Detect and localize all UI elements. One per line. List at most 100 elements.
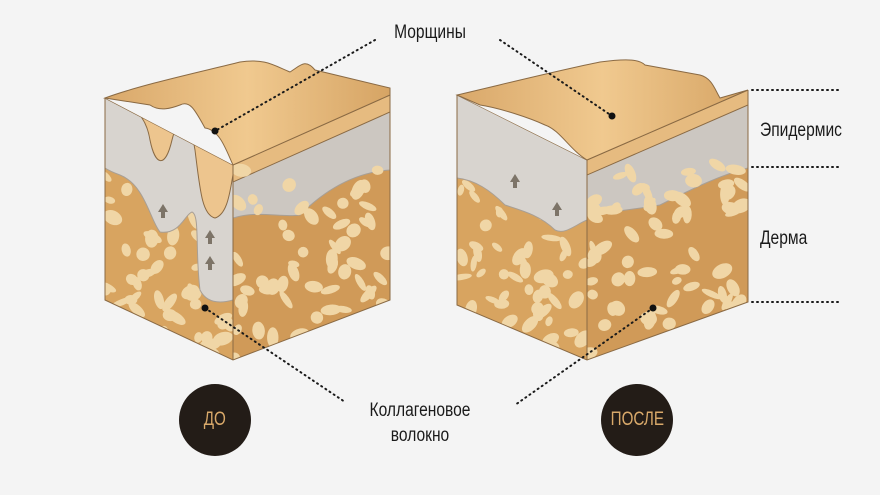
collagen-fiber: [717, 285, 728, 303]
collagen-fiber: [258, 284, 276, 295]
collagen-fiber: [626, 352, 639, 360]
collagen-fiber: [533, 269, 554, 284]
collagen-fiber: [611, 272, 626, 287]
collagen-fiber: [670, 265, 688, 275]
collagen-fiber: [287, 263, 300, 282]
collagen-fiber: [491, 242, 503, 252]
collagen-fiber: [688, 246, 700, 262]
collagen-fiber: [105, 209, 123, 226]
collagen-fiber: [163, 246, 177, 260]
collagen-fiber: [680, 329, 691, 342]
collagen-fiber: [359, 179, 371, 193]
collagen-fiber: [247, 194, 258, 205]
collagen-fiber: [498, 290, 510, 302]
collagen-fiber: [624, 226, 640, 243]
collagen-fiber: [105, 281, 117, 293]
collagen-fiber: [194, 332, 203, 343]
collagen-fiber: [589, 240, 598, 258]
collagen-fiber: [547, 292, 562, 310]
collagen-fiber: [233, 251, 244, 267]
collagen-fiber: [353, 323, 363, 332]
collagen-fiber: [181, 284, 199, 300]
collagen-fiber: [643, 195, 657, 215]
collagen-fiber: [134, 350, 156, 360]
collagen-fiber: [735, 331, 748, 351]
collagen-fiber: [297, 246, 309, 258]
collagen-fiber: [574, 330, 587, 348]
collagen-fiber: [587, 203, 601, 217]
collagen-fiber: [380, 246, 390, 261]
collagen-fiber: [654, 228, 674, 239]
collagen-fiber: [125, 273, 138, 286]
label-collagen-line2: волокно: [390, 425, 450, 446]
collagen-fiber: [709, 350, 725, 360]
badge-after-text: ПОСЛЕ: [610, 409, 664, 430]
collagen-fiber: [359, 319, 379, 332]
collagen-fiber: [666, 289, 680, 308]
collagen-fiber: [151, 331, 162, 348]
collagen-fiber: [507, 271, 524, 283]
collagen-fiber: [233, 273, 246, 287]
collagen-fiber: [105, 339, 111, 352]
collagen-fiber: [360, 285, 377, 303]
collagen-fiber: [282, 229, 295, 242]
collagen-fiber: [563, 328, 579, 338]
collagen-fiber: [279, 291, 293, 309]
collagen-fiber: [121, 182, 133, 197]
collagen-fiber: [495, 205, 508, 221]
collagen-fiber: [320, 284, 340, 295]
badge-after: ПОСЛЕ: [601, 384, 673, 456]
collagen-fiber: [359, 217, 371, 228]
collagen-fiber: [332, 218, 351, 230]
collagen-fiber: [721, 293, 733, 311]
collagen-fiber: [637, 267, 658, 278]
collagen-fiber: [371, 165, 384, 175]
collagen-fiber: [162, 293, 178, 312]
collagen-fiber: [105, 309, 117, 323]
collagen-fiber: [276, 275, 289, 293]
collagen-fiber: [725, 164, 746, 175]
collagen-fiber: [501, 314, 518, 329]
collagen-fiber: [668, 333, 679, 343]
collagen-fiber: [363, 318, 375, 331]
collagen-fiber: [457, 184, 465, 196]
collagen-fiber: [535, 303, 552, 319]
label-wrinkles: Морщины: [394, 22, 466, 43]
collagen-fiber: [457, 248, 468, 267]
collagen-fiber: [587, 289, 598, 300]
collagen-fiber: [341, 344, 357, 359]
collagen-fiber: [361, 318, 374, 331]
collagen-fiber: [721, 185, 736, 200]
collagen-fiber: [532, 289, 544, 303]
collagen-fiber: [335, 336, 348, 345]
label-dermis: Дерма: [760, 228, 808, 249]
collagen-fiber: [613, 171, 628, 180]
collagen-fiber: [712, 263, 733, 279]
collagen-fiber: [727, 323, 741, 340]
collagen-fiber: [587, 277, 599, 286]
collagen-fiber: [662, 317, 676, 330]
collagen-fiber: [278, 219, 288, 231]
collagen-fiber: [685, 174, 702, 188]
collagen-fiber: [233, 352, 241, 360]
collagen-fiber: [150, 259, 164, 274]
collagen-fiber: [105, 170, 112, 182]
collagen-fiber: [721, 320, 729, 339]
collagen-fiber: [319, 345, 330, 357]
collagen-fiber: [124, 295, 138, 305]
collagen-fiber: [469, 241, 484, 252]
collagen-fiber: [304, 208, 319, 225]
collagen-fiber: [121, 243, 131, 257]
collagen-fiber: [679, 337, 693, 357]
collagen-fiber: [485, 295, 501, 305]
collagen-fiber: [743, 352, 748, 360]
collagen-fiber: [462, 179, 476, 192]
collagen-fiber: [476, 268, 486, 278]
collagen-fiber: [359, 201, 377, 212]
collagen-fiber: [105, 196, 116, 204]
collagen-fiber: [651, 334, 663, 351]
label-collagen: Коллагеновое волокно: [367, 398, 474, 448]
collagen-fiber: [545, 316, 553, 327]
collagen-fiber: [632, 183, 645, 196]
